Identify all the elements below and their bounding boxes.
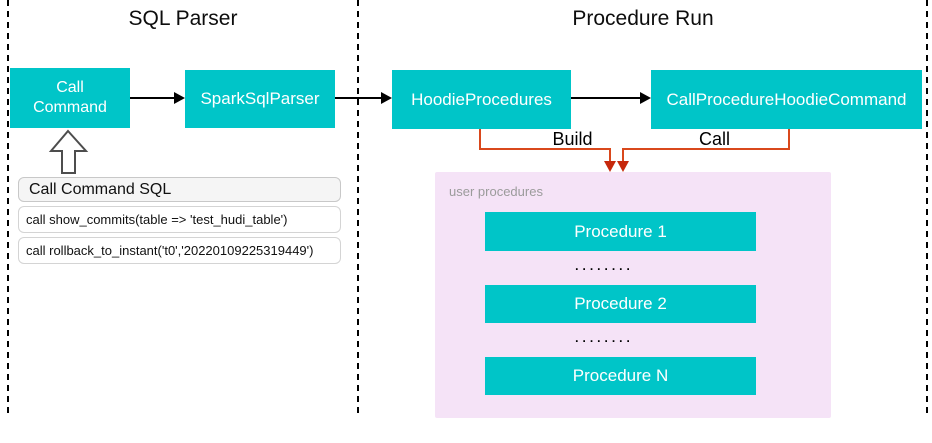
block-arrow-up-icon <box>48 129 89 174</box>
build-edge-arrowhead-icon <box>604 161 616 172</box>
node-call-command: Call Command <box>10 68 130 128</box>
procedure-run-right-boundary <box>926 0 928 416</box>
arrow-parser-to-hoodie-procedures-icon <box>335 92 392 104</box>
sql-parser-section-title: SQL Parser <box>128 7 238 30</box>
ellipsis-dots: ........ <box>575 259 634 273</box>
build-edge-label: Build <box>552 129 593 149</box>
build-call-connectors <box>479 129 790 172</box>
node-spark-sql-parser: SparkSqlParser <box>185 70 335 128</box>
node-call-procedure-hoodie-command: CallProcedureHoodieCommand <box>651 70 922 129</box>
sql-example-row: call show_commits(table => 'test_hudi_ta… <box>18 206 341 233</box>
sql-parser-left-boundary <box>7 0 9 416</box>
ellipsis-dots: ........ <box>575 331 634 345</box>
user-procedures-panel: user procedures Procedure 1 ........ Pro… <box>435 172 831 418</box>
sql-example-row: call rollback_to_instant('t0','202201092… <box>18 237 341 264</box>
call-edge-line <box>622 129 790 162</box>
user-procedures-label: user procedures <box>449 184 543 199</box>
procedure-box-n: Procedure N <box>485 357 756 395</box>
procedure-box-1: Procedure 1 <box>485 212 756 251</box>
arrow-hoodie-procedures-to-command-icon <box>571 92 651 104</box>
call-edge-arrowhead-icon <box>617 161 629 172</box>
call-edge-label: Call <box>698 129 730 149</box>
sql-panel-header: Call Command SQL <box>18 177 341 202</box>
build-edge-line <box>479 129 611 162</box>
procedure-box-2: Procedure 2 <box>485 285 756 323</box>
node-hoodie-procedures: HoodieProcedures <box>392 70 571 129</box>
procedure-run-section-title: Procedure Run <box>572 7 714 30</box>
section-divider <box>357 0 359 416</box>
arrow-call-command-to-parser-icon <box>130 92 185 104</box>
